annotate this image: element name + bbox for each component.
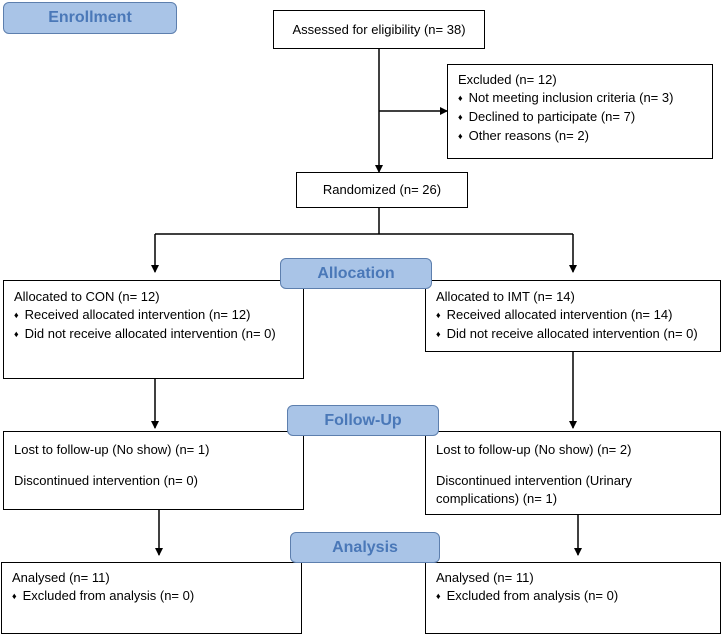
imt-followup-box: Lost to follow-up (No show) (n= 2) Disco… bbox=[425, 431, 721, 515]
imt-discontinued-line1: Discontinued intervention (Urinary bbox=[436, 473, 632, 488]
con-allocation-item: Received allocated intervention (n= 12) bbox=[14, 306, 303, 325]
assessed-box: Assessed for eligibility (n= 38) bbox=[273, 10, 485, 49]
excluded-item: Declined to participate (n= 7) bbox=[458, 108, 712, 127]
imt-allocation-item: Received allocated intervention (n= 14) bbox=[436, 306, 720, 325]
imt-allocation-item: Did not receive allocated intervention (… bbox=[436, 325, 720, 344]
con-analysis-box: Analysed (n= 11) Excluded from analysis … bbox=[1, 562, 302, 634]
followup-label: Follow-Up bbox=[287, 405, 439, 436]
imt-analysis-box: Analysed (n= 11) Excluded from analysis … bbox=[425, 562, 721, 634]
excluded-box: Excluded (n= 12) Not meeting inclusion c… bbox=[447, 64, 713, 159]
imt-discontinued-line2: complications) (n= 1) bbox=[436, 491, 558, 506]
imt-lost-followup: Lost to follow-up (No show) (n= 2) bbox=[436, 442, 632, 457]
imt-allocation-title: Allocated to IMT (n= 14) bbox=[436, 289, 575, 304]
imt-excluded-analysis: Excluded from analysis (n= 0) bbox=[436, 587, 720, 606]
allocation-label: Allocation bbox=[280, 258, 432, 289]
excluded-title: Excluded (n= 12) bbox=[458, 72, 557, 87]
excluded-item: Other reasons (n= 2) bbox=[458, 127, 712, 146]
excluded-item: Not meeting inclusion criteria (n= 3) bbox=[458, 89, 712, 108]
con-excluded-analysis: Excluded from analysis (n= 0) bbox=[12, 587, 301, 606]
imt-allocation-box: Allocated to IMT (n= 14) Received alloca… bbox=[425, 280, 721, 352]
con-allocation-title: Allocated to CON (n= 12) bbox=[14, 289, 160, 304]
con-allocation-box: Allocated to CON (n= 12) Received alloca… bbox=[3, 280, 304, 379]
con-followup-box: Lost to follow-up (No show) (n= 1) Disco… bbox=[3, 431, 304, 510]
imt-analysed: Analysed (n= 11) bbox=[436, 570, 534, 585]
con-lost-followup: Lost to follow-up (No show) (n= 1) bbox=[14, 442, 210, 457]
con-analysed: Analysed (n= 11) bbox=[12, 570, 110, 585]
con-allocation-item: Did not receive allocated intervention (… bbox=[14, 325, 303, 344]
con-discontinued: Discontinued intervention (n= 0) bbox=[14, 473, 198, 488]
analysis-label: Analysis bbox=[290, 532, 440, 563]
enrollment-label: Enrollment bbox=[3, 2, 177, 34]
randomized-box: Randomized (n= 26) bbox=[296, 172, 468, 208]
